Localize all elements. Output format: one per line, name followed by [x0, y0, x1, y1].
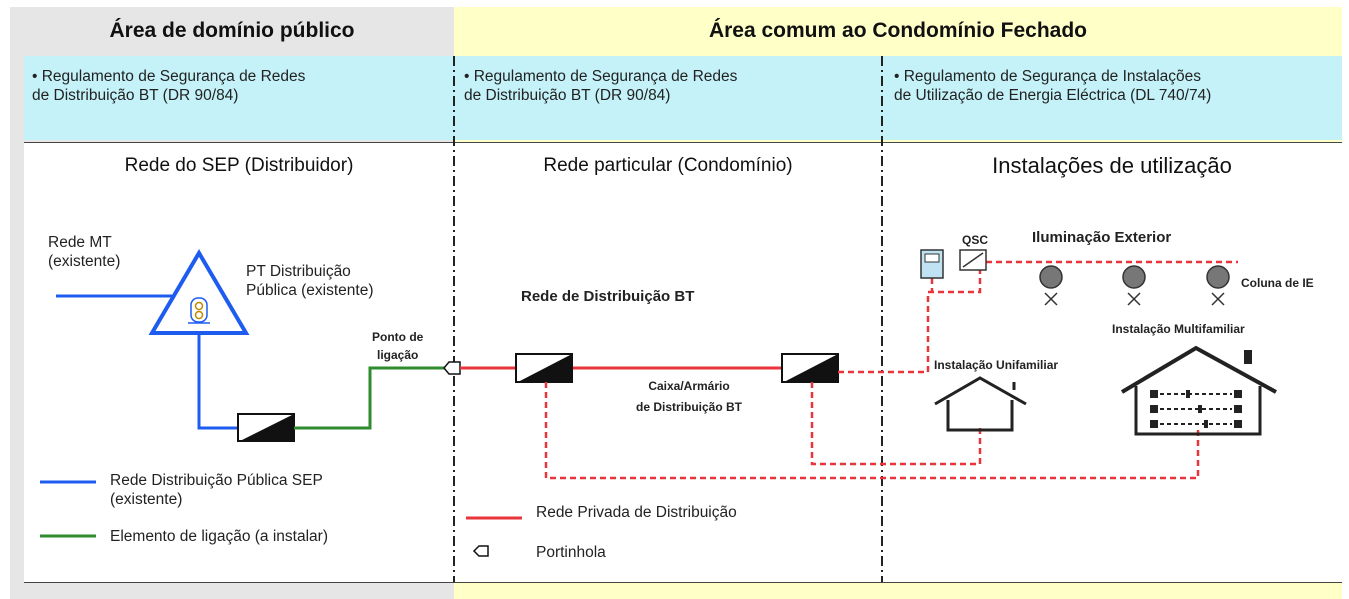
legend-red-label: Rede Privada de Distribuição	[536, 504, 737, 521]
regulation-private-network: • Regulamento de Segurança de Redes de D…	[464, 68, 738, 104]
label-pt-distribuicao: PT Distribuição Pública (existente)	[246, 263, 374, 299]
portinhola-icon	[443, 361, 461, 375]
label-rede-distribuicao-bt: Rede de Distribuição BT	[521, 288, 695, 305]
distribution-cabinet-1-icon	[515, 353, 573, 383]
label-qsc: QSC	[962, 233, 989, 247]
single-family-house-icon	[934, 376, 1027, 432]
sep-cabinet-icon	[237, 413, 295, 442]
label-coluna-ie: Coluna de IE	[1241, 276, 1314, 290]
label-instalacao-multifamiliar: Instalação Multifamiliar	[1112, 322, 1245, 336]
label-ponto-ligacao: Ponto de ligação	[372, 330, 424, 362]
light-column-3-icon	[1206, 265, 1230, 306]
dashed-line-to-multifamiliar	[544, 382, 1200, 480]
light-column-1-icon	[1039, 265, 1063, 306]
dashed-line-to-unifamiliar-top	[838, 270, 982, 374]
legend-portinhola-label: Portinhola	[536, 544, 606, 561]
label-instalacao-unifamiliar: Instalação Unifamiliar	[934, 358, 1059, 372]
dashed-line-to-unifamiliar	[810, 382, 982, 466]
light-column-2-icon	[1122, 265, 1146, 306]
multi-family-house-icon	[1120, 345, 1277, 436]
meter-icon	[920, 249, 944, 279]
label-iluminacao-exterior: Iluminação Exterior	[1032, 229, 1172, 246]
label-caixa-armario: Caixa/Armário de Distribuição BT	[636, 379, 743, 414]
distribution-cabinet-2-icon	[781, 353, 839, 383]
diagram-area	[24, 190, 1342, 583]
network-sep: Rede do SEP (Distribuidor)	[124, 155, 354, 176]
regulation-public: • Regulamento de Segurança de Redes de D…	[32, 68, 306, 104]
blue-sep-line	[197, 335, 238, 430]
legend-green-label: Elemento de ligação (a instalar)	[110, 528, 328, 545]
condominium-area-header: Área comum ao Condomínio Fechado	[708, 19, 1088, 42]
legend-blue-label: Rede Distribuição Pública SEP (existente…	[110, 472, 323, 508]
transformer-icon	[188, 297, 210, 324]
green-connection-line	[294, 366, 446, 430]
regulation-installations: • Regulamento de Segurança de Instalaçõe…	[894, 68, 1212, 104]
regulations-row	[24, 56, 1342, 140]
legend-portinhola-icon	[472, 545, 489, 557]
label-rede-mt: Rede MT (existente)	[48, 234, 121, 270]
qsc-icon	[959, 249, 987, 271]
network-private: Rede particular (Condomínio)	[543, 155, 793, 176]
public-area-header: Área de domínio público	[109, 19, 355, 42]
network-installations: Instalações de utilização	[992, 153, 1232, 178]
transformer-triangle	[148, 249, 250, 335]
